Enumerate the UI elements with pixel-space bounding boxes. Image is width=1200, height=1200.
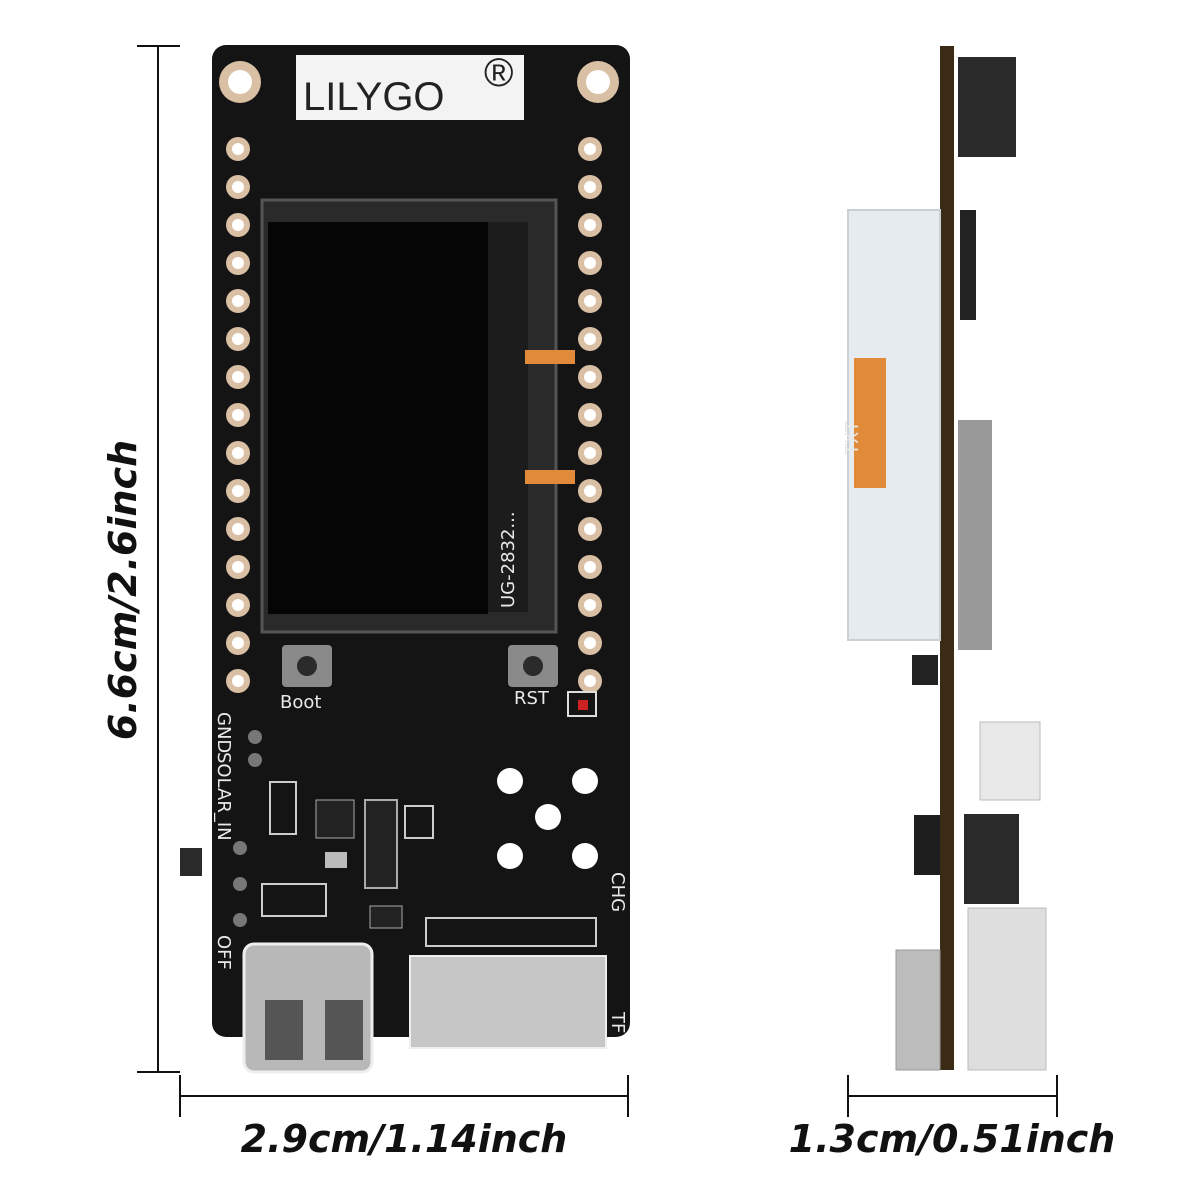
- brand-logo: LILYGO: [303, 75, 445, 119]
- oled-glass: [488, 222, 528, 612]
- brand-label-plate: [296, 55, 524, 120]
- oled-screen: [268, 222, 488, 614]
- solar-pad: [248, 730, 262, 744]
- flex-cable-side: [854, 358, 886, 488]
- right-pin-header: [578, 137, 602, 693]
- board-front-view: LILYGO ® UG-2832... Boot RST GND SOLAR_I…: [180, 45, 630, 1074]
- flex-connector: [525, 470, 575, 484]
- solar-in-label: SOLAR_IN: [213, 752, 234, 841]
- pcb-edge: [940, 46, 954, 1070]
- registered-mark: ®: [484, 51, 513, 95]
- boot-label: Boot: [280, 692, 321, 713]
- chg-label: CHG: [607, 872, 628, 912]
- solar-pad: [248, 753, 262, 767]
- flex-label: TXT: [842, 420, 863, 456]
- height-label: 6.6cm/2.6inch: [101, 440, 145, 740]
- board-side-view: TXT: [842, 46, 1047, 1071]
- width-label: 2.9cm/1.14inch: [241, 1117, 568, 1161]
- flex-connector: [525, 350, 575, 364]
- status-led: [567, 691, 597, 717]
- depth-label: 1.3cm/0.51inch: [789, 1117, 1116, 1161]
- left-pin-header: [226, 137, 250, 693]
- gnd-label: GND: [213, 712, 234, 753]
- height-dimension: [137, 45, 180, 1073]
- tf-label: TF: [607, 1011, 628, 1033]
- width-dimension: [179, 1075, 629, 1117]
- off-label: OFF: [213, 935, 234, 970]
- tf-card-slot[interactable]: [409, 955, 607, 1049]
- oled-part-code: UG-2832...: [498, 511, 519, 608]
- rst-label: RST: [514, 688, 550, 709]
- depth-dimension: [847, 1075, 1058, 1117]
- power-switch[interactable]: [180, 848, 202, 876]
